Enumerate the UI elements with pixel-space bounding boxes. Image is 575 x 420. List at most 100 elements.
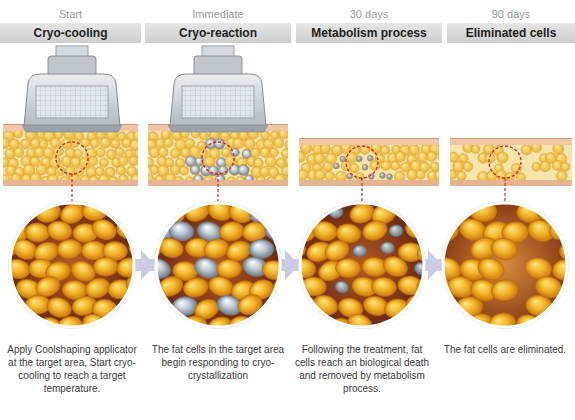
fat-blob [100, 158, 109, 167]
fat-blob [395, 151, 405, 161]
fat-blob [149, 147, 160, 158]
fat-blob [244, 138, 255, 149]
target-marker [489, 146, 521, 178]
fat-blob [457, 171, 466, 180]
fat-blob [333, 163, 339, 169]
fat-blob [158, 147, 168, 157]
fat-cell [527, 180, 557, 205]
fat-cell [380, 180, 411, 207]
fat-blob [314, 153, 325, 164]
fat-cell [380, 253, 410, 280]
fat-blob [540, 161, 551, 172]
fat-cell [146, 183, 174, 206]
step-description: The fat cells in the target area begin r… [149, 343, 287, 382]
target-marker [56, 142, 88, 174]
fat-cell [3, 257, 32, 281]
fat-cell [270, 273, 300, 300]
fat-blob [471, 145, 480, 154]
fat-cell [430, 178, 461, 205]
fat-cell [559, 310, 575, 339]
fat-blob [14, 147, 24, 157]
step-time: 30 days [296, 6, 442, 23]
fat-blob [179, 166, 188, 175]
fat-blob [233, 138, 244, 149]
skin-section [450, 138, 572, 186]
fat-cell [488, 235, 519, 262]
applicator [168, 46, 268, 132]
fat-blob [111, 139, 121, 149]
fat-cell [536, 200, 564, 223]
fat-cell [288, 180, 317, 204]
fat-blob [260, 147, 270, 157]
magnified-cells [120, 178, 324, 340]
fat-blob [129, 156, 138, 165]
fat-blob [521, 144, 532, 155]
fat-blob [269, 148, 278, 157]
fat-blob [438, 152, 439, 162]
fat-cell [439, 186, 453, 198]
fat-blob [55, 166, 64, 175]
fat-cell [420, 315, 449, 338]
fat-blob [218, 166, 228, 176]
fat-cell [130, 314, 157, 336]
target-marker [202, 142, 234, 174]
circle-outline [436, 201, 574, 329]
fat-blob [561, 162, 570, 171]
fat-cell [131, 200, 156, 219]
fat-cell [125, 295, 155, 322]
fat-blob [323, 162, 333, 172]
fat-cell [417, 200, 446, 225]
step-title: Eliminated cells [447, 23, 575, 43]
fat-cell [403, 178, 433, 204]
fat-blob [314, 169, 325, 180]
step-time: Immediate [145, 6, 291, 23]
fat-blob [409, 144, 420, 155]
fat-cell [150, 317, 177, 338]
fat-cell [272, 314, 302, 340]
fat-cell [46, 219, 74, 242]
fat-cell [136, 296, 165, 320]
fat-cell [145, 295, 173, 319]
fat-blob [165, 158, 174, 167]
fat-cell [249, 239, 274, 258]
fat-blob [497, 152, 508, 163]
fat-blob [556, 170, 567, 181]
fat-cell [0, 202, 19, 226]
fat-cell [112, 179, 142, 205]
fat-blob [434, 170, 439, 181]
fat-blob [379, 172, 385, 178]
fat-cell [136, 200, 163, 222]
fat-cell [487, 310, 518, 337]
step-arrow [281, 259, 299, 271]
step-arrow [425, 259, 442, 271]
fat-cell [277, 201, 307, 227]
fat-cell [269, 198, 300, 225]
fat-cell [490, 278, 519, 302]
fat-cell [261, 184, 287, 205]
fat-blob [88, 156, 98, 166]
skin-section [299, 138, 439, 186]
step-title: Cryo-reaction [145, 23, 291, 43]
fat-blob [325, 171, 335, 181]
fat-blob [367, 155, 373, 161]
fat-cell [202, 237, 231, 261]
fat-cell [273, 187, 289, 202]
fat-cell [409, 184, 436, 205]
fat-cell [0, 259, 8, 282]
fat-cell [302, 201, 328, 222]
fat-cell [155, 313, 185, 340]
fat-cell [478, 181, 505, 202]
leader-line [217, 174, 218, 202]
fat-cell [121, 181, 150, 206]
leader-line [504, 178, 505, 202]
fat-blob [350, 164, 359, 173]
magnified-circle: The fat cells are eliminated. [436, 201, 574, 356]
fat-cell [568, 220, 575, 247]
fat-blob [53, 147, 63, 157]
fat-cell [195, 182, 222, 204]
fat-blob [119, 156, 129, 166]
fat-cell [276, 315, 305, 340]
fat-blob [90, 138, 99, 147]
fat-cell [307, 319, 325, 336]
step-description: The fat cells are eliminated. [436, 343, 574, 356]
